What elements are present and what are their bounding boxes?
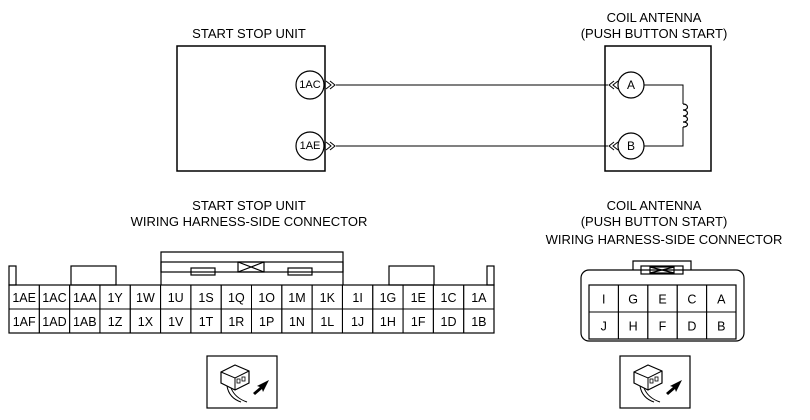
terminal-1ac-circle bbox=[295, 70, 325, 100]
pin-label: 1R bbox=[228, 315, 244, 329]
pin-label: 1U bbox=[168, 291, 184, 305]
ssu-connector-pins: 1AE 1AC 1AA 1Y 1W 1U 1S 1Q 1O 1M 1K 1I 1G 1E 1C 1A 1AF 1A… bbox=[8, 284, 495, 334]
pin-label: 1M bbox=[288, 291, 305, 305]
ant-connector-pins: I G E C A J H F D B bbox=[588, 284, 737, 340]
pin-label: F bbox=[659, 320, 667, 334]
pin-label: 1AE bbox=[12, 291, 36, 305]
terminal-b-label: B bbox=[627, 139, 635, 153]
connector-view-icon bbox=[206, 355, 278, 409]
pin-label: 1T bbox=[199, 315, 214, 329]
pin-label: 1S bbox=[198, 291, 213, 305]
terminal-1ae-label: 1AE bbox=[300, 140, 321, 152]
pin-cell bbox=[706, 311, 737, 340]
coil-antenna-title-line1: COIL ANTENNA bbox=[606, 10, 702, 25]
ant-connector-title-line3: WIRING HARNESS-SIDE CONNECTOR bbox=[545, 232, 783, 247]
pin-label: 1AB bbox=[73, 315, 97, 329]
connector-view-icon bbox=[619, 355, 691, 409]
pin-label: I bbox=[602, 293, 605, 307]
pin-label: A bbox=[717, 293, 726, 307]
pin-label: 1E bbox=[411, 291, 426, 305]
pin-label: 1K bbox=[320, 291, 336, 305]
pin-label: C bbox=[687, 293, 696, 307]
coil-antenna-box bbox=[604, 45, 712, 172]
pin-label: G bbox=[628, 293, 638, 307]
coil-antenna-title-line2: (PUSH BUTTON START) bbox=[580, 26, 728, 41]
ant-connector-title-line1: COIL ANTENNA bbox=[606, 198, 702, 213]
pin-label: 1N bbox=[289, 315, 305, 329]
pin-label: 1P bbox=[259, 315, 274, 329]
pin-label: 1G bbox=[380, 291, 397, 305]
pin-label: 1AF bbox=[13, 315, 36, 329]
pin-label: 1F bbox=[411, 315, 426, 329]
pin-label: 1V bbox=[168, 315, 184, 329]
coil-icon bbox=[682, 103, 689, 128]
pin-label: 1B bbox=[471, 315, 486, 329]
pin-label: 1AA bbox=[73, 291, 97, 305]
pin-label: 1AC bbox=[42, 291, 66, 305]
pin-label: 1D bbox=[441, 315, 457, 329]
pin-label: 1AD bbox=[42, 315, 66, 329]
terminal-a-label: A bbox=[627, 78, 635, 92]
pin-label: H bbox=[629, 320, 638, 334]
pin-cell bbox=[463, 308, 495, 334]
pin-label: 1C bbox=[441, 291, 457, 305]
chevron-icon bbox=[325, 141, 336, 151]
pin-label: 1Y bbox=[107, 291, 123, 305]
pin-label: 1A bbox=[471, 291, 487, 305]
chevron-icon bbox=[608, 80, 619, 90]
ssu-connector-title-line2: WIRING HARNESS-SIDE CONNECTOR bbox=[130, 214, 368, 229]
chevron-icon bbox=[325, 80, 336, 90]
terminal-1ae-circle bbox=[295, 131, 325, 161]
pin-label: D bbox=[687, 320, 696, 334]
pin-label: 1W bbox=[136, 291, 155, 305]
terminal-1ac-label: 1AC bbox=[299, 79, 320, 91]
pin-label: 1J bbox=[351, 315, 364, 329]
start-stop-unit-box bbox=[176, 45, 326, 172]
pin-label: 1Z bbox=[108, 315, 123, 329]
start-stop-unit-title: START STOP UNIT bbox=[192, 26, 306, 41]
chevron-icon bbox=[608, 141, 619, 151]
pin-label: 1I bbox=[352, 291, 362, 305]
pin-label: 1X bbox=[138, 315, 154, 329]
pin-label: 1H bbox=[380, 315, 396, 329]
pin-label: 1O bbox=[258, 291, 275, 305]
pin-label: J bbox=[601, 320, 607, 334]
pin-label: E bbox=[658, 293, 666, 307]
pin-label: B bbox=[717, 320, 725, 334]
pin-label: 1Q bbox=[228, 291, 245, 305]
pin-label: 1L bbox=[320, 315, 334, 329]
ant-connector-title-line2: (PUSH BUTTON START) bbox=[580, 214, 728, 229]
ssu-connector-title-line1: START STOP UNIT bbox=[192, 198, 306, 213]
coil-wire bbox=[644, 84, 684, 147]
